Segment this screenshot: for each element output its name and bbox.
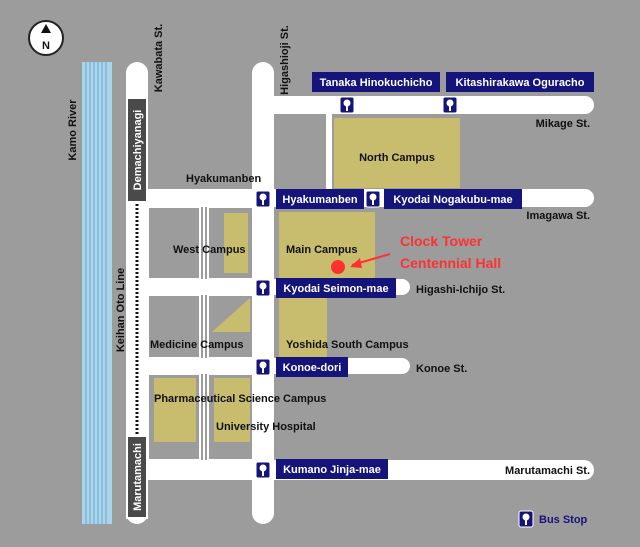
legend: Bus Stop <box>518 510 588 528</box>
bus-stop-kumano[interactable] <box>276 459 388 479</box>
city-blocks <box>147 206 265 461</box>
north-campus-area <box>334 118 460 188</box>
bus-stop-kitashirakawa-label: Kitashirakawa Ogurachо <box>456 77 585 89</box>
yoshida-south-area <box>279 296 327 359</box>
west-campus-area <box>224 213 248 273</box>
landmark-arrow-icon <box>350 258 362 268</box>
pharma-campus-label: Pharmaceutical Science Campus <box>154 393 326 405</box>
bus-stop-hyakumanben-label: Hyakumanben <box>282 194 357 206</box>
bus-stop-nogakubu[interactable] <box>384 189 522 209</box>
pharma-area-2 <box>214 378 250 442</box>
kawabata-label: Kawabata St. <box>153 24 165 92</box>
konoe-label: Konoe St. <box>416 363 467 375</box>
bus-stop-icon[interactable] <box>339 96 355 114</box>
mikage-label: Mikage St. <box>536 118 590 130</box>
kamo-river-label: Kamo River <box>67 99 79 161</box>
hyakumanben-label: Hyakumanben <box>186 173 261 185</box>
main-campus-area <box>279 212 375 280</box>
landmark-marker-icon <box>331 260 345 274</box>
bus-stop-seimon[interactable] <box>276 278 396 298</box>
marutamachi-st-label: Marutamachi St. <box>505 465 590 477</box>
landmark-line1: Clock Tower <box>400 233 483 249</box>
main-campus-label: Main Campus <box>286 244 358 256</box>
bus-stop-seimon-label: Kyodai Seimon-mae <box>283 283 388 295</box>
bus-stop-icon[interactable] <box>442 96 458 114</box>
bus-stop-konoe-label: Konoe-dori <box>283 362 342 374</box>
keihan-line-label: Keihan Oto Line <box>115 268 127 352</box>
kamo-river <box>82 62 112 524</box>
clock-tower-landmark[interactable]: Clock Tower Centennial Hall <box>331 233 501 274</box>
imagawa-label: Imagawa St. <box>526 210 590 222</box>
station-demachiyanagi[interactable]: Demachiyanagi <box>126 97 148 203</box>
medicine-area <box>212 298 250 332</box>
bus-stop-hyakumanben[interactable] <box>276 189 364 209</box>
station-demachiyanagi-label: Demachiyanagi <box>132 110 144 191</box>
station-marutamachi-label: Marutamachi <box>132 443 144 511</box>
bus-stop-kitashirakawa[interactable] <box>446 72 594 92</box>
bus-stop-icon[interactable] <box>255 358 271 376</box>
north-compass: N <box>28 20 64 56</box>
medicine-campus-label: Medicine Campus <box>150 339 244 351</box>
bus-stop-icon[interactable] <box>365 190 381 208</box>
legend-bus-stop-icon <box>518 510 534 528</box>
compass-label: N <box>42 40 50 52</box>
bus-stop-konoe[interactable] <box>276 357 348 377</box>
yoshida-south-label: Yoshida South Campus <box>286 339 409 351</box>
pharma-area-1 <box>154 378 196 442</box>
higashioji-label: Higashioji St. <box>279 25 291 95</box>
station-marutamachi[interactable]: Marutamachi <box>126 435 148 519</box>
mikage-road <box>252 96 594 114</box>
bus-stop-icon[interactable] <box>255 279 271 297</box>
legend-bus-stop-label: Bus Stop <box>539 514 588 526</box>
west-campus-label: West Campus <box>173 244 246 256</box>
bus-stop-tanaka[interactable] <box>312 72 440 92</box>
bus-stop-labels: Tanaka Hinokuchicho Kitashirakawa Ogurac… <box>276 72 594 479</box>
bus-stop-nogakubu-label: Kyodai Nogakubu-mae <box>393 194 512 206</box>
bus-stop-tanaka-label: Tanaka Hinokuchicho <box>320 77 433 89</box>
higashi-ichijo-label: Higashi-Ichijo St. <box>416 284 505 296</box>
landmark-line2: Centennial Hall <box>400 255 501 271</box>
campus-areas <box>154 118 460 442</box>
bus-stop-icon[interactable] <box>255 461 271 479</box>
bus-stop-icon[interactable] <box>255 190 271 208</box>
hospital-label: University Hospital <box>216 421 316 433</box>
north-arrow-icon <box>41 24 51 33</box>
north-campus-label: North Campus <box>359 152 435 164</box>
bus-stop-kumano-label: Kumano Jinja-mae <box>283 464 381 476</box>
